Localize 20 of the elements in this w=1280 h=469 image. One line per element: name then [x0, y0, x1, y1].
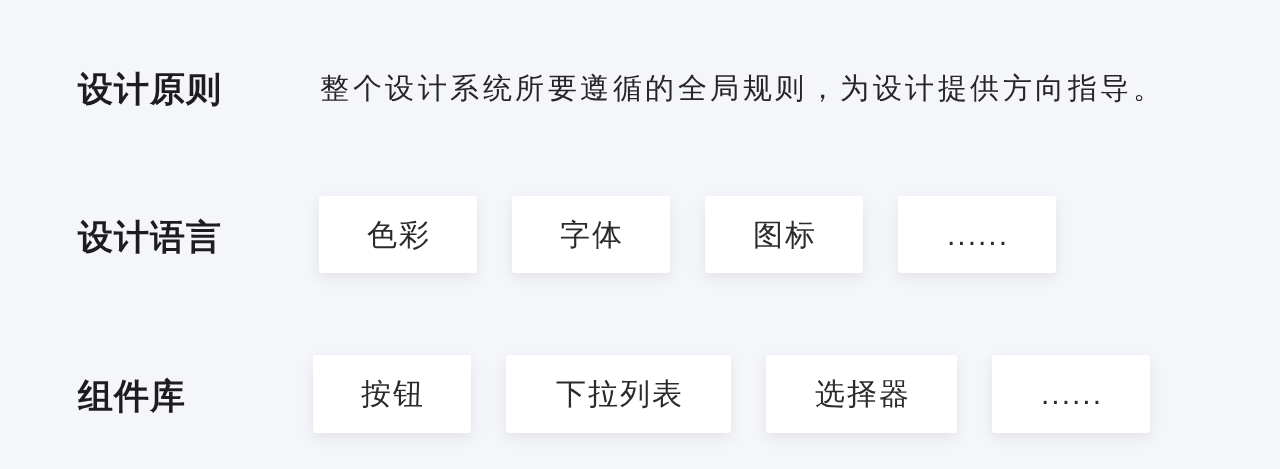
- tag-card: [512, 196, 670, 273]
- tag-card: [319, 196, 477, 273]
- row-heading: 设计原则: [78, 70, 222, 106]
- tag-card: [992, 355, 1150, 433]
- card-label: ......: [946, 219, 1009, 250]
- card-label: 图标: [752, 219, 817, 250]
- tag-card: [506, 355, 731, 433]
- card-label: ......: [1040, 379, 1103, 409]
- card-label: 下拉列表: [554, 379, 684, 409]
- tag-card: [705, 196, 863, 273]
- description-text: 整个设计系统所要遵循的全局规则，为设计提供方向指导。: [320, 73, 1165, 103]
- card-label: 色彩: [366, 219, 431, 250]
- card-label: 选择器: [813, 379, 911, 409]
- card-label: 字体: [559, 219, 624, 250]
- tag-card: [898, 196, 1056, 273]
- tag-card: [313, 355, 471, 433]
- row-heading: 组件库: [78, 377, 186, 413]
- row-heading: 设计语言: [78, 218, 222, 254]
- card-label: 按钮: [360, 379, 425, 409]
- tag-card: [766, 355, 957, 433]
